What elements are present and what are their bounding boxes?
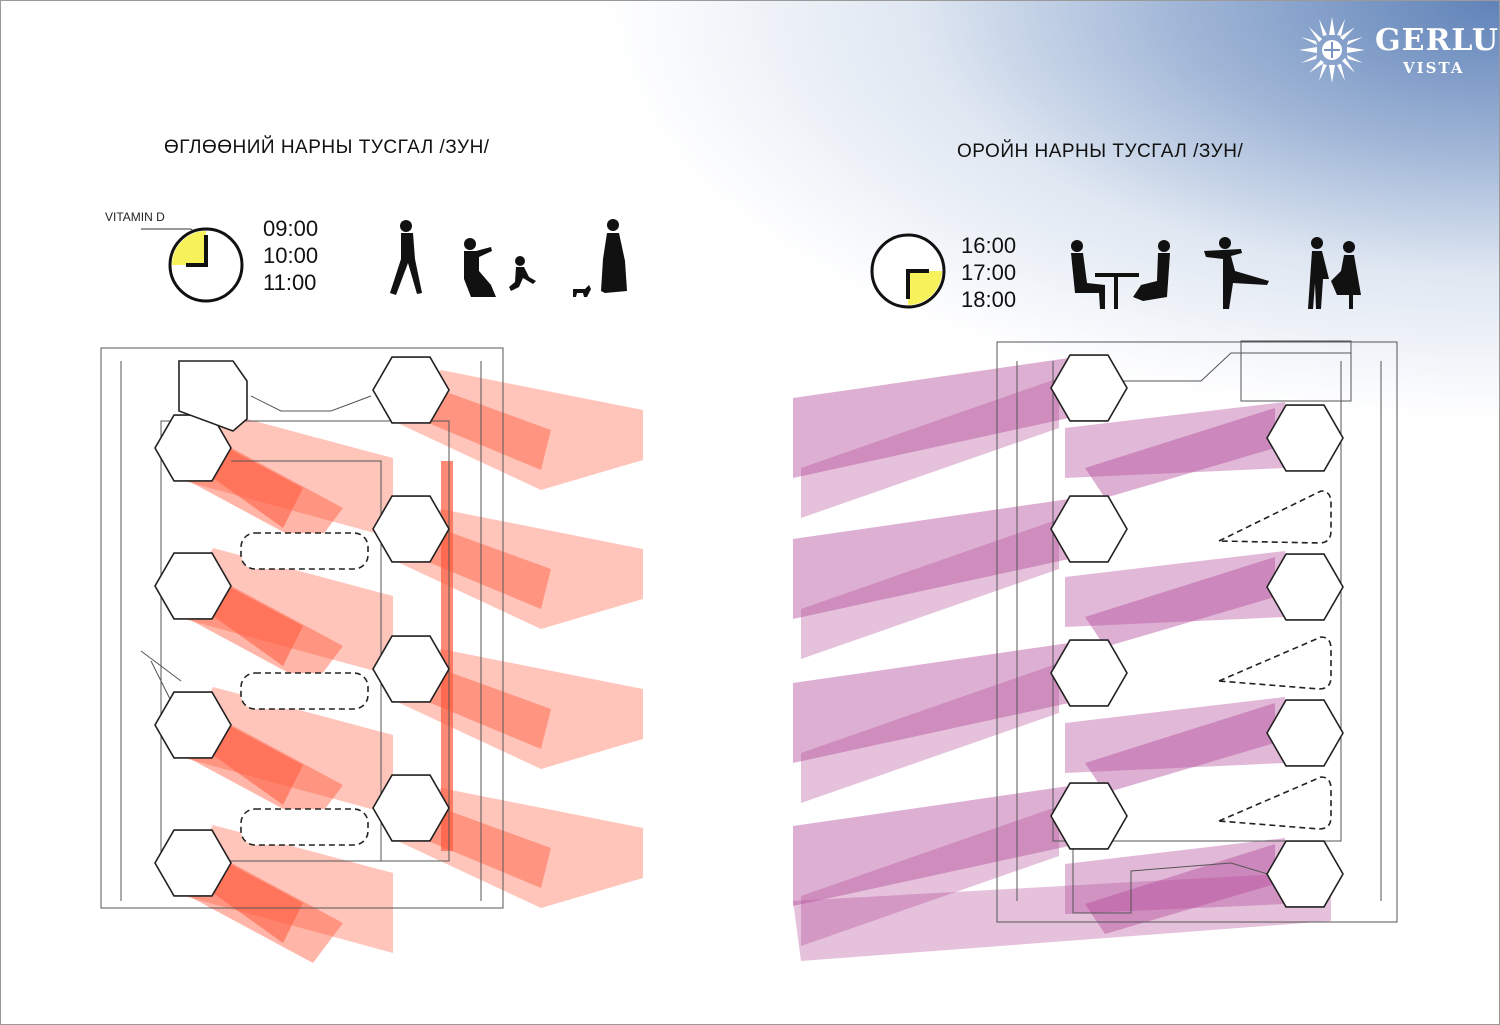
sun-ray-shape xyxy=(421,390,551,470)
dancing-person-icon xyxy=(1204,237,1269,309)
sun-ray-shape xyxy=(801,663,1059,803)
building-hexagon xyxy=(372,635,450,703)
sun-ray-shape xyxy=(793,499,1069,619)
evening-title: ОРОЙН НАРНЫ ТУСГАЛ /ЗУН/ xyxy=(957,141,1244,162)
building-hexagon xyxy=(154,552,232,620)
sun-ray-shape xyxy=(391,788,643,908)
brand-name: GERLUG xyxy=(1375,23,1500,58)
person-with-dog-icon xyxy=(573,219,627,297)
courtyard-outline xyxy=(1218,776,1332,830)
morning-building-blocks xyxy=(154,356,450,897)
building-hexagon xyxy=(372,356,450,424)
sun-ray-shape xyxy=(441,461,453,851)
building-hexagon xyxy=(1050,639,1128,707)
sun-ray-shape xyxy=(421,808,551,888)
courtyard-outline xyxy=(1218,490,1332,544)
building-hexagon xyxy=(1050,495,1128,563)
sun-ray-shape xyxy=(213,448,303,528)
walking-person-icon xyxy=(390,220,422,295)
building-hexagon xyxy=(372,495,450,563)
sun-ray-shape xyxy=(793,786,1069,906)
building-hexagon xyxy=(1050,354,1128,422)
sun-ray-shape xyxy=(793,358,1069,478)
morning-title: ӨГЛӨӨНИЙ НАРНЫ ТУСГАЛ /ЗУН/ xyxy=(164,137,490,158)
morning-people-icons xyxy=(390,219,627,297)
sun-ray-shape xyxy=(801,806,1059,946)
sun-ray-shape xyxy=(421,529,551,609)
sun-ray-shape xyxy=(793,643,1069,763)
sun-ray-shape xyxy=(1085,844,1275,934)
building-hexagon xyxy=(1266,553,1344,621)
evening-time-3: 18:00 xyxy=(961,287,1017,312)
person-on-bench-with-child-icon xyxy=(464,238,536,297)
sun-ray-shape xyxy=(1085,557,1275,647)
sun-ray-shape xyxy=(1085,703,1275,793)
sun-ray-shape xyxy=(421,669,551,749)
morning-time-2: 10:00 xyxy=(263,243,319,268)
sun-ray-shape xyxy=(1065,402,1285,478)
sun-ray-shape xyxy=(213,725,303,805)
sun-ray-shape xyxy=(1065,838,1285,914)
evening-building-blocks xyxy=(1050,354,1344,908)
evening-time-2: 17:00 xyxy=(961,260,1017,285)
evening-site-outline xyxy=(996,340,1398,923)
morning-times: 09:00 10:00 11:00 xyxy=(263,215,318,296)
evening-sun-rays xyxy=(793,358,1331,961)
vitamin-d-label: VITAMIN D xyxy=(105,210,165,224)
sun-ray-shape xyxy=(213,586,303,666)
sun-ray-shape xyxy=(1065,697,1285,773)
evening-time-1: 16:00 xyxy=(961,233,1017,258)
sun-ray-shape xyxy=(213,863,303,943)
sun-ray-shape xyxy=(1065,551,1285,627)
morning-clock-icon xyxy=(141,227,244,303)
courtyard-outline xyxy=(1218,636,1332,690)
evening-times: 16:00 17:00 18:00 xyxy=(961,232,1016,313)
brand-sub: VISTA xyxy=(1403,59,1465,77)
evening-people-icons xyxy=(1071,237,1361,309)
building-hexagon xyxy=(1266,699,1344,767)
building-hexagon xyxy=(372,774,450,842)
sun-ray-shape xyxy=(793,871,1331,961)
courtyard-outline xyxy=(240,808,369,846)
sun-ray-shape xyxy=(391,649,643,769)
sun-ray-shape xyxy=(1085,408,1275,498)
couple-holding-hands-icon xyxy=(1308,237,1361,309)
sun-ray-shape xyxy=(391,370,643,490)
building-block xyxy=(178,360,248,432)
building-hexagon xyxy=(154,691,232,759)
building-hexagon xyxy=(154,829,232,897)
morning-time-3: 11:00 xyxy=(263,270,317,295)
building-hexagon xyxy=(1266,404,1344,472)
morning-time-1: 09:00 xyxy=(263,216,319,241)
courtyard-outline xyxy=(240,672,369,710)
sun-emblem-icon xyxy=(1299,17,1365,83)
people-at-table-icon xyxy=(1071,240,1170,309)
evening-clock-icon xyxy=(870,233,946,309)
morning-courtyards xyxy=(240,532,369,846)
sun-ray-shape xyxy=(391,509,643,629)
evening-courtyards xyxy=(1218,490,1332,830)
gerlug-vista-logo: GERLUG VISTA xyxy=(1297,13,1499,85)
morning-site-outline xyxy=(100,347,504,909)
courtyard-outline xyxy=(240,532,369,570)
building-hexagon xyxy=(1050,782,1128,850)
sun-ray-shape xyxy=(801,519,1059,659)
sun-ray-shape xyxy=(801,378,1059,518)
building-hexagon xyxy=(1266,840,1344,908)
